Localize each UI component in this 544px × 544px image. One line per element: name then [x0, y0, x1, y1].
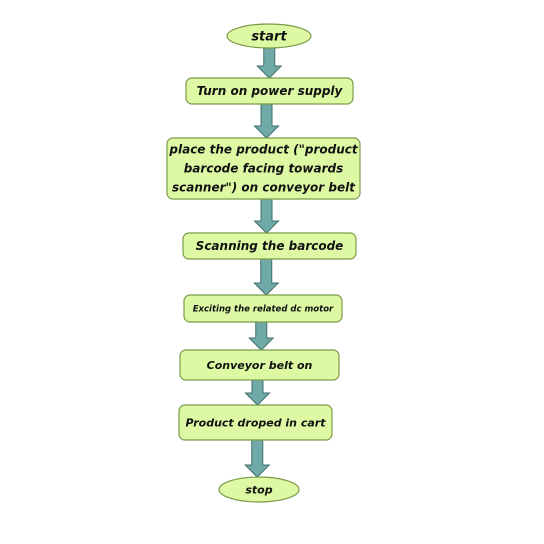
node-scan: Scanning the barcode: [182, 232, 357, 260]
node-label: start: [251, 30, 287, 45]
node-label: stop: [245, 483, 272, 496]
process-box: [182, 232, 357, 260]
arrow-scan-to-excite: [253, 258, 280, 296]
node-start: start: [226, 23, 312, 49]
node-drop: Product droped in cart: [178, 404, 333, 441]
terminal-ellipse: [218, 476, 300, 503]
process-box: [179, 349, 340, 381]
node-label: Turn on power supply: [197, 84, 344, 98]
node-label: Product droped in cart: [186, 416, 327, 429]
node-label: place the product ("product: [168, 143, 358, 157]
node-label: scanner") on conveyor belt: [172, 181, 356, 195]
arrow-belt-to-drop: [244, 379, 271, 406]
process-box: [178, 404, 333, 441]
node-power: Turn on power supply: [185, 77, 354, 105]
node-label: Exciting the related dc motor: [193, 304, 334, 314]
process-box: [185, 77, 354, 105]
arrow-start-to-power: [256, 47, 283, 79]
terminal-ellipse: [226, 23, 312, 49]
node-stop: stop: [218, 476, 300, 503]
arrow-place-to-scan: [253, 198, 280, 234]
process-box: [166, 137, 361, 200]
process-box: [183, 294, 343, 323]
node-place: place the product ("product barcode facin…: [166, 137, 361, 200]
node-excite: Exciting the related dc motor: [183, 294, 343, 323]
arrow-power-to-place: [253, 103, 280, 139]
arrow-excite-to-belt: [248, 321, 275, 351]
node-belt: Conveyor belt on: [179, 349, 340, 381]
node-label: barcode facing towards: [184, 162, 344, 176]
flowchart-edges: [244, 47, 283, 478]
node-label: Scanning the barcode: [196, 239, 344, 253]
arrow-drop-to-stop: [244, 439, 271, 478]
node-label: Conveyor belt on: [207, 359, 313, 372]
